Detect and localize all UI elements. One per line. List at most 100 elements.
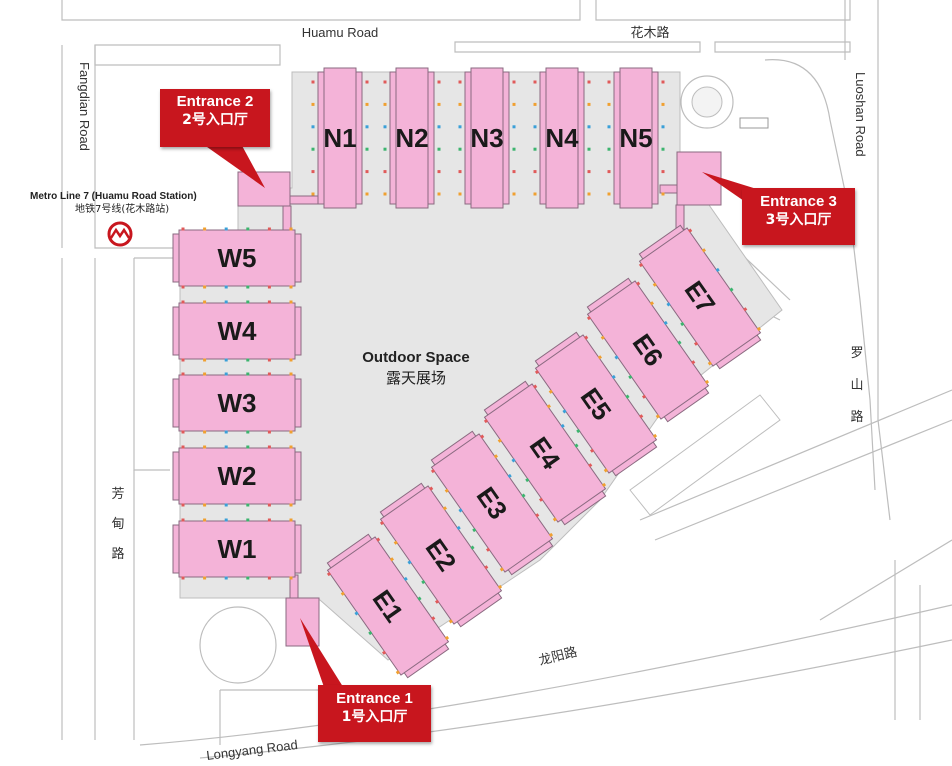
hall-door-marker (707, 361, 712, 366)
hall-door-marker (444, 635, 450, 641)
hall-door-marker (311, 147, 315, 151)
entrance-1-callout[interactable]: Entrance 1 1号入口厅 (318, 685, 431, 742)
hall-w2[interactable]: W2 (172, 445, 302, 507)
hall-door-marker (614, 355, 619, 360)
hall-door-marker (587, 125, 591, 129)
hall-w4[interactable]: W4 (172, 300, 302, 362)
fangdian-road-cn-2: 甸 (111, 517, 124, 532)
hall-door-marker (458, 192, 462, 196)
hall-door-marker (224, 285, 228, 289)
hall-door-marker (458, 147, 462, 151)
entrance-3-callout[interactable]: Entrance 3 3号入口厅 (742, 188, 855, 245)
hall-door-marker (376, 537, 381, 542)
hall-door-marker (661, 170, 665, 174)
hall-door-marker (444, 488, 449, 493)
hall-door-marker (470, 545, 475, 550)
hall-door-marker (485, 547, 491, 552)
hall-w3[interactable]: W3 (172, 372, 302, 434)
hall-n5[interactable]: N5 (607, 67, 665, 209)
hall-door-marker (246, 227, 250, 231)
hall-door-marker (289, 285, 293, 289)
hall-n1[interactable]: N1 (311, 67, 369, 209)
hall-door-marker (246, 285, 250, 289)
hall-door-marker (704, 379, 710, 385)
hall-n3[interactable]: N3 (458, 67, 516, 209)
hall-door-marker (511, 458, 516, 463)
hall-door-marker (368, 630, 373, 636)
hall-door-marker (383, 170, 387, 174)
hall-n4[interactable]: N4 (533, 67, 591, 209)
hall-door-marker (383, 147, 387, 151)
hall-door-marker (603, 468, 608, 473)
hall-door-marker (560, 423, 565, 429)
outdoor-space-label-cn: 露天展场 (386, 369, 446, 387)
hall-w5[interactable]: W5 (172, 227, 302, 289)
hall-door-marker (639, 414, 644, 419)
hall-door-marker (203, 372, 207, 376)
hall-n4-label: N4 (545, 123, 579, 153)
hall-door-marker (456, 525, 461, 531)
hall-door-marker (652, 433, 658, 439)
hall-door-marker (587, 80, 591, 84)
hall-door-marker (641, 394, 647, 399)
hall-e3[interactable]: E3 (426, 428, 558, 579)
hall-door-marker (661, 192, 665, 196)
hall-door-marker (203, 518, 207, 522)
hall-door-marker (636, 281, 641, 286)
hall-door-marker (224, 576, 228, 580)
luoshan-road-label: Luoshan Road (853, 72, 868, 157)
hall-e6[interactable]: E6 (582, 275, 714, 426)
hall-door-marker (267, 227, 271, 231)
hall-door-marker (507, 473, 512, 479)
hall-door-marker (365, 125, 369, 129)
entrance-3-title: Entrance 3 (760, 193, 837, 210)
hall-door-marker (267, 430, 271, 434)
hall-e5[interactable]: E5 (530, 329, 662, 480)
hall-door-marker (548, 532, 554, 538)
hall-e1[interactable]: E1 (322, 531, 454, 682)
hall-door-marker (437, 80, 441, 84)
hall-door-marker (203, 300, 207, 304)
hall-n2[interactable]: N2 (383, 67, 441, 209)
hall-door-marker (224, 430, 228, 434)
hall-door-marker (607, 125, 611, 129)
hall-door-marker (181, 358, 185, 362)
hall-door-marker (383, 80, 387, 84)
hall-door-marker (625, 394, 630, 399)
hall-door-marker (448, 619, 453, 624)
hall-door-marker (354, 611, 359, 616)
hall-door-marker (267, 503, 271, 507)
hall-door-marker (311, 192, 315, 196)
hall-door-marker (393, 540, 398, 545)
hall-door-marker (289, 372, 293, 376)
hall-door-marker (246, 518, 250, 522)
hall-door-marker (403, 576, 408, 582)
hall-door-marker (203, 285, 207, 289)
hall-door-marker (480, 434, 485, 439)
hall-e4[interactable]: E4 (479, 378, 611, 529)
hall-door-marker (628, 374, 633, 380)
hall-w1[interactable]: W1 (172, 518, 302, 580)
hall-door-marker (203, 503, 207, 507)
hall-door-marker (431, 616, 436, 621)
hall-door-marker (289, 300, 293, 304)
hall-door-marker (181, 372, 185, 376)
hall-e7[interactable]: E7 (634, 222, 766, 373)
fangdian-road-label: Fangdian Road (77, 62, 92, 151)
hall-door-marker (326, 571, 332, 577)
hall-door-marker (407, 560, 412, 565)
hall-door-marker (546, 404, 552, 409)
hall-door-marker (484, 565, 489, 570)
hall-door-marker (743, 307, 748, 312)
hall-door-marker (512, 192, 516, 196)
hall-door-marker (521, 493, 526, 498)
entrance-2-callout[interactable]: Entrance 2 2号入口厅 (160, 89, 270, 147)
hall-door-marker (483, 418, 489, 424)
luoshan-road-cn-1: 罗 (850, 346, 863, 361)
hall-door-marker (663, 320, 668, 326)
hall-door-marker (600, 335, 605, 340)
hall-door-marker (340, 591, 345, 596)
hall-e2[interactable]: E2 (375, 480, 507, 631)
